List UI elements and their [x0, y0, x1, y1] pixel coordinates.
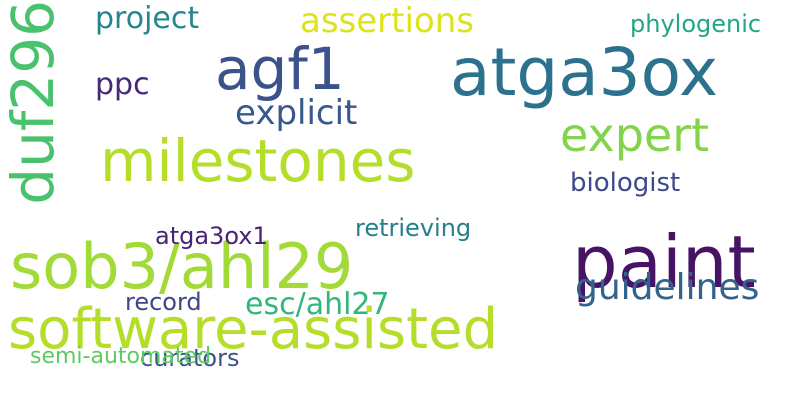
word-duf296: duf296 — [0, 0, 67, 205]
word-sob3-ahl29: sob3/ahl29 — [10, 230, 354, 303]
word-ppc: ppc — [95, 67, 150, 102]
word-record: record — [125, 288, 202, 316]
word-expert: expert — [560, 108, 710, 162]
word-milestones: milestones — [100, 127, 416, 195]
word-retrieving: retrieving — [355, 214, 472, 242]
word-agf1: agf1 — [215, 35, 345, 103]
word-semi-automated: semi-automated — [30, 344, 212, 369]
word-explicit: explicit — [235, 93, 358, 133]
word-software-assisted: software-assisted — [8, 297, 499, 362]
word-atga3ox: atga3ox — [450, 34, 719, 111]
word-atga3ox1: atga3ox1 — [155, 222, 268, 250]
word-biologist: biologist — [570, 168, 681, 198]
word-esc-ahl27: esc/ahl27 — [245, 287, 390, 322]
word-curators: curators — [140, 344, 240, 372]
word-guidelines: guidelines — [575, 267, 760, 308]
word-assertions: assertions — [300, 1, 475, 41]
word-phylogenic: phylogenic — [630, 10, 762, 38]
word-paint: paint — [572, 220, 756, 304]
word-project: project — [95, 1, 200, 36]
